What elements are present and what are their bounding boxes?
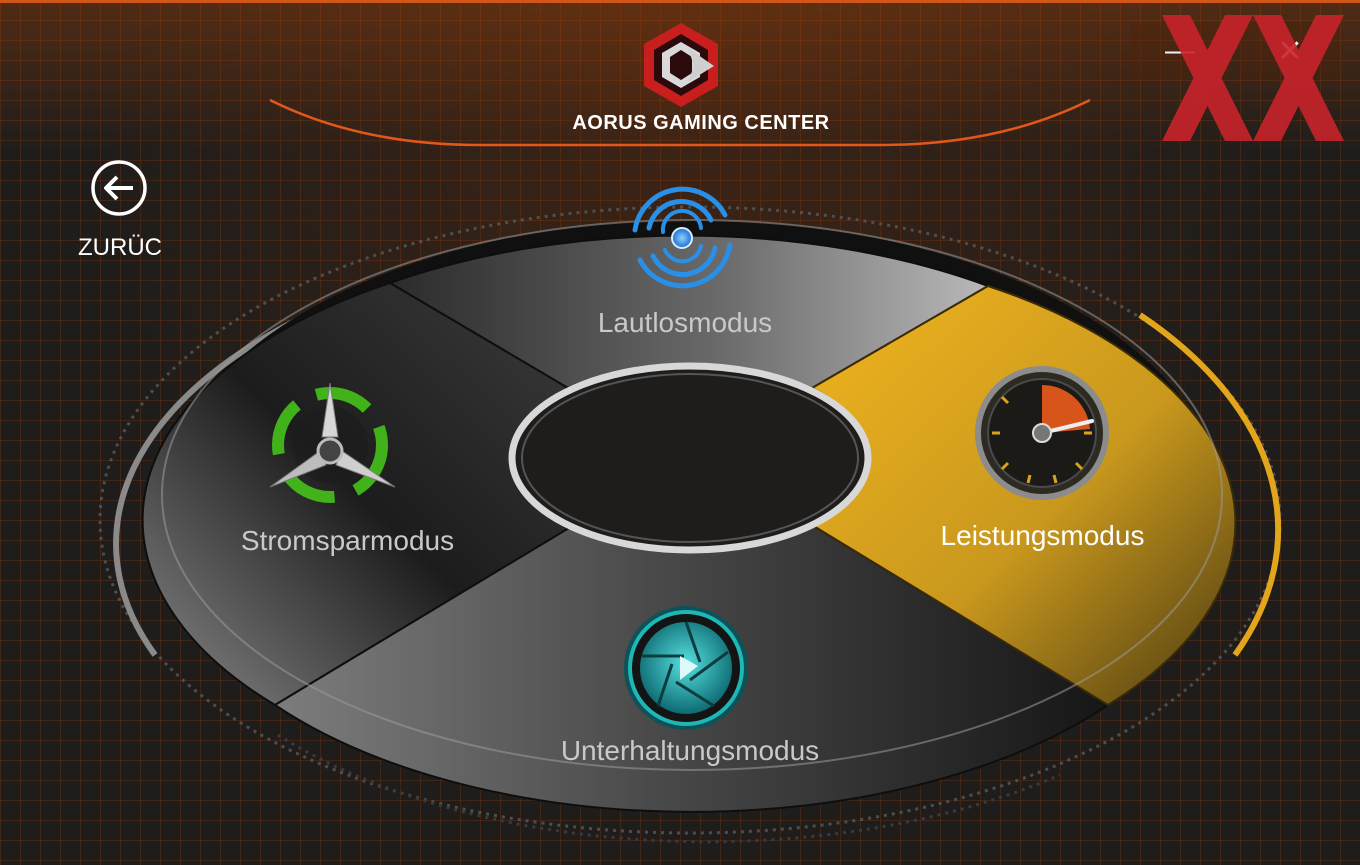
header-arc	[269, 98, 1091, 147]
arrow-left-icon	[91, 160, 147, 216]
mode-label-entertainment[interactable]: Unterhaltungsmodus	[560, 735, 820, 766]
ring-rim	[161, 219, 1223, 771]
fan-icon[interactable]	[260, 375, 405, 520]
app-title: AORUS GAMING CENTER	[572, 112, 830, 134]
aorus-logo-icon	[644, 23, 718, 107]
mode-label-performance[interactable]: Leistungsmodus	[940, 520, 1145, 551]
selected-arc-indicator	[1138, 312, 1282, 657]
mode-label-silent[interactable]: Lautlosmodus	[597, 307, 773, 338]
back-label: ZURÜC	[78, 234, 162, 261]
mode-label-eco[interactable]: Stromsparmodus	[240, 525, 455, 556]
outer-track-bottom	[277, 733, 1061, 844]
center-hole	[508, 362, 872, 554]
back-button[interactable]: ZURÜC	[70, 156, 170, 266]
silent-wave-icon[interactable]	[615, 170, 750, 305]
aperture-icon[interactable]	[618, 600, 754, 736]
top-edge-line	[0, 0, 1360, 3]
speedometer-icon[interactable]	[970, 365, 1120, 505]
